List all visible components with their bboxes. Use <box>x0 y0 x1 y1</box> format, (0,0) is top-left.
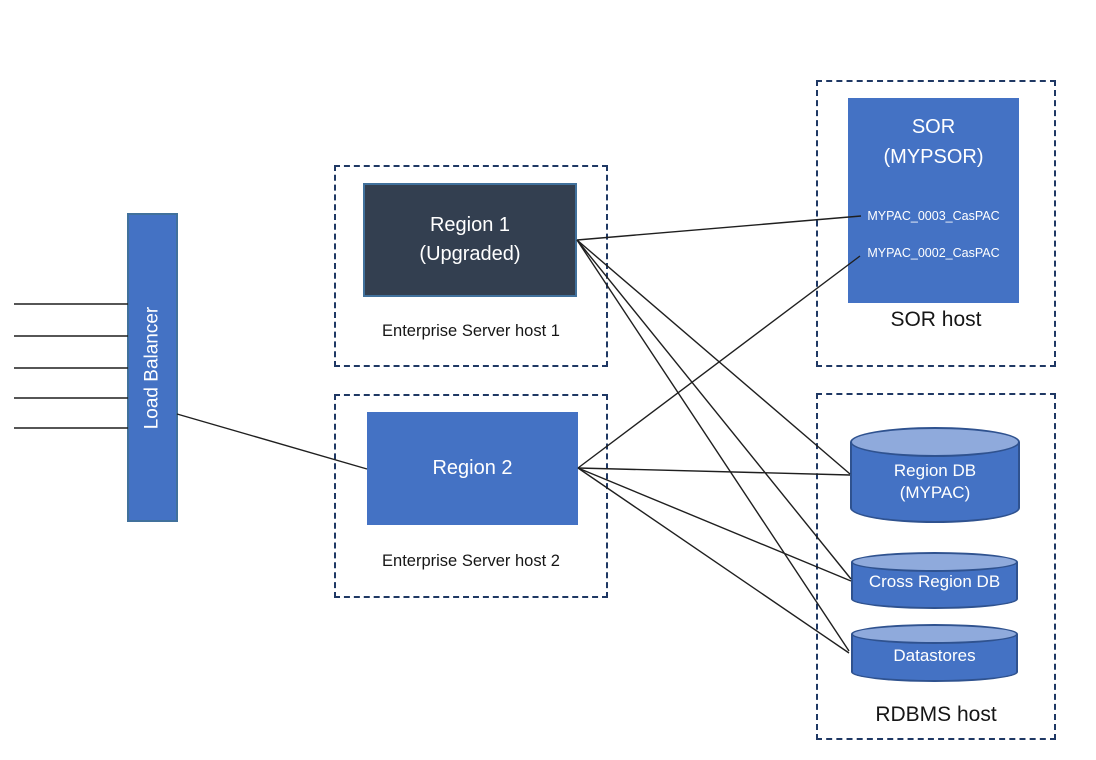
region2-box: Region 2 <box>367 412 578 525</box>
connector-region2-cross-region-db <box>577 467 852 582</box>
sor-host-caption: SOR host <box>890 308 982 331</box>
load-balancer: Load Balancer <box>127 213 178 522</box>
region-db-label-line1: Region DB <box>893 461 977 480</box>
enterprise-server-host1-caption: Enterprise Server host 1 <box>382 322 560 340</box>
region-db-label-line2: (MYPAC) <box>899 483 971 502</box>
region1-label-line2: (Upgraded) <box>419 243 521 265</box>
cross-region-db-cylinder: Cross Region DB <box>851 552 1018 609</box>
region1-label-line1: Region 1 <box>429 214 511 236</box>
enterprise-server-host2-caption: Enterprise Server host 2 <box>382 552 560 570</box>
connector-region2-datastores <box>577 467 850 654</box>
sor-title-line2: (MYPSOR) <box>883 146 984 168</box>
sor-title-line1: SOR <box>911 116 956 138</box>
datastores-cylinder-top <box>851 624 1018 644</box>
load-balancer-label: Load Balancer <box>141 306 163 429</box>
sor-box: SOR (MYPSOR) MYPAC_0003_CasPAC MYPAC_000… <box>848 98 1019 303</box>
sor-pac-label-0002: MYPAC_0002_CasPAC <box>867 246 1000 260</box>
cross-region-db-cylinder-body <box>851 562 1018 609</box>
cross-region-db-label: Cross Region DB <box>868 572 1001 591</box>
region-db-label: Region DB (MYPAC) <box>850 460 1020 504</box>
cross-region-db-cylinder-top <box>851 552 1018 572</box>
region1-box: Region 1 (Upgraded) <box>363 183 577 297</box>
region-db-cylinder-top <box>850 427 1020 457</box>
rdbms-host-caption: RDBMS host <box>875 703 997 726</box>
sor-title: SOR (MYPSOR) <box>848 112 1019 172</box>
connector-region2-region-db <box>577 467 851 476</box>
region2-label: Region 2 <box>432 457 513 479</box>
connector-region1-datastores <box>576 239 850 652</box>
datastores-cylinder: Datastores <box>851 624 1018 682</box>
connector-region1-region-db <box>576 239 851 475</box>
connector-region1-cross-region-db <box>576 239 852 580</box>
sor-pac-label-0003: MYPAC_0003_CasPAC <box>867 209 1000 223</box>
datastores-label: Datastores <box>893 646 976 665</box>
region-db-cylinder: Region DB (MYPAC) <box>850 427 1020 523</box>
